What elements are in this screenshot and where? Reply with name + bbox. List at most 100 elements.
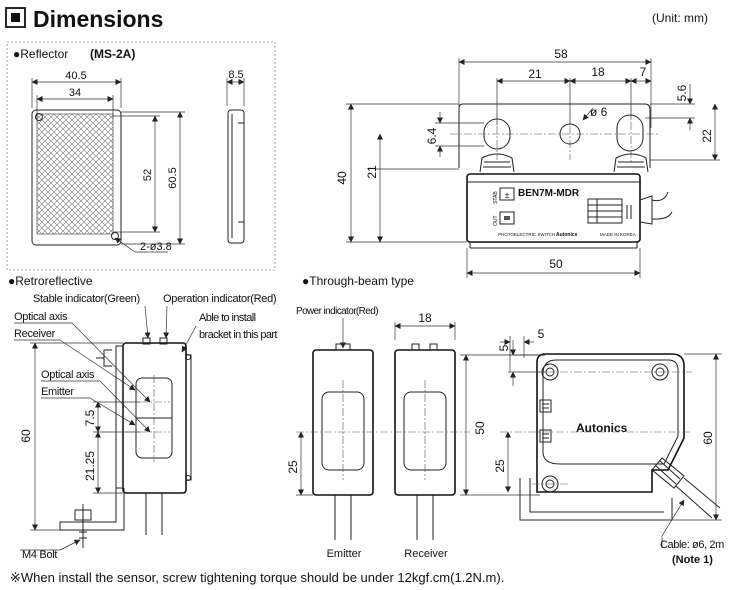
brand-small: Autonics bbox=[556, 232, 578, 238]
indicator-glyph: ± bbox=[505, 190, 510, 200]
holes-label: 2-ø3.8 bbox=[140, 241, 172, 253]
m4-bolt-label: M4 Bolt bbox=[22, 549, 57, 561]
leader-line bbox=[582, 107, 594, 121]
reflector-model: (MS-2A) bbox=[90, 47, 135, 61]
dim-7-5: 7.5 bbox=[83, 409, 97, 426]
dial-slot-icon bbox=[504, 216, 510, 220]
dim-50-side: 50 bbox=[473, 421, 487, 435]
sensor-top-view: 58 21 18 7 ø 6 6.4 5.6 22 bbox=[335, 47, 720, 278]
mount-hole-icon bbox=[35, 113, 43, 121]
retro-side-rail bbox=[115, 345, 124, 489]
dim-18-top: 18 bbox=[591, 65, 605, 79]
bracket-plate bbox=[458, 103, 651, 168]
emitter-label: Emitter bbox=[41, 386, 74, 398]
leader-line bbox=[71, 322, 151, 403]
power-indicator-led bbox=[335, 343, 351, 351]
hole-diameter: ø 6 bbox=[590, 105, 608, 119]
dim-18-tb: 18 bbox=[418, 311, 432, 325]
screw-head bbox=[613, 153, 649, 173]
dim-52: 52 bbox=[142, 169, 154, 181]
leader-line bbox=[661, 499, 685, 537]
gland-ring bbox=[655, 465, 677, 485]
stab-text: STAB bbox=[493, 191, 499, 204]
dim-5-h: 5 bbox=[497, 344, 511, 351]
reflector-dashed-frame bbox=[6, 41, 276, 271]
screw-icon bbox=[185, 354, 191, 360]
unit-note: (Unit: mm) bbox=[652, 11, 708, 25]
emitter-caption: Emitter bbox=[327, 548, 362, 560]
l-bracket bbox=[59, 488, 125, 531]
sensitivity-dial-icon bbox=[499, 211, 515, 225]
cable-line bbox=[651, 211, 673, 220]
able-label-2: bracket in this part bbox=[199, 329, 277, 341]
sensor-body bbox=[466, 173, 641, 243]
stable-indicator-label: Stable indicator(Green) bbox=[33, 293, 140, 305]
receiver-caption: Receiver bbox=[404, 548, 448, 560]
retroreflective-section: ●Retroreflective Stable indicator(Green)… bbox=[8, 274, 278, 561]
dim-6-4: 6.4 bbox=[425, 127, 439, 144]
cable-line bbox=[651, 191, 669, 202]
reflector-hatched-face bbox=[36, 113, 114, 235]
optical-axis-label-2: Optical axis bbox=[41, 369, 95, 381]
side-body-inner bbox=[542, 359, 679, 465]
receiver-body bbox=[394, 349, 456, 496]
section-title: Dimensions bbox=[33, 6, 163, 32]
reflector-plate bbox=[31, 109, 122, 246]
dim-58: 58 bbox=[554, 47, 568, 61]
reflector-label: ●Reflector bbox=[13, 47, 68, 61]
dim-25-side: 25 bbox=[493, 459, 507, 473]
stab-indicator-icon bbox=[499, 187, 515, 201]
dim-60-side: 60 bbox=[701, 431, 715, 445]
header: Dimensions (Unit: mm) bbox=[5, 6, 708, 32]
side-body bbox=[536, 353, 685, 493]
dim-7: 7 bbox=[640, 65, 647, 79]
brand-logo: Autonics bbox=[576, 421, 628, 435]
stable-indicator-led bbox=[142, 337, 151, 345]
optical-axis-label: Optical axis bbox=[14, 311, 68, 323]
model-label: BEN7M-MDR bbox=[518, 188, 580, 199]
made-text: MADE IN KOREA bbox=[600, 232, 636, 237]
dim-40: 40 bbox=[335, 171, 349, 185]
dim-22: 22 bbox=[700, 129, 714, 143]
reflector-section: ●Reflector (MS-2A) 40.5 34 52 60.5 2-ø3.… bbox=[6, 41, 276, 271]
through-beam-section: ●Through-beam type Power indicator(Red) … bbox=[286, 274, 470, 560]
able-label-1: Able to install bbox=[199, 312, 256, 324]
screw-head bbox=[479, 153, 515, 173]
power-indicator-label: Power indicator(Red) bbox=[296, 306, 378, 317]
cable-gland bbox=[651, 457, 685, 489]
out-text: OUT bbox=[493, 215, 499, 226]
dim-21-left: 21 bbox=[365, 165, 379, 179]
dim-8-5: 8.5 bbox=[228, 69, 243, 81]
dim-21-25: 21.25 bbox=[83, 451, 97, 481]
leader-line bbox=[114, 237, 136, 253]
section-square-icon bbox=[5, 7, 26, 28]
section-square-fill bbox=[11, 13, 20, 22]
receiver-lens bbox=[403, 391, 447, 471]
dim-34: 34 bbox=[69, 87, 81, 99]
dim-5-6: 5.6 bbox=[675, 84, 689, 101]
receiver-led bbox=[411, 343, 420, 351]
cable-line bbox=[683, 477, 721, 509]
leader-line bbox=[181, 325, 197, 353]
dim-60-5: 60.5 bbox=[167, 167, 179, 188]
operation-indicator-led bbox=[159, 337, 168, 345]
photoelectric-text: PHOTOELECTRIC SWITCH bbox=[498, 232, 555, 237]
dim-60-retro: 60 bbox=[19, 429, 33, 443]
cable-label: Cable: ø6, 2m bbox=[660, 539, 724, 551]
dim-40-5: 40.5 bbox=[65, 70, 86, 82]
dim-25-tb: 25 bbox=[286, 460, 300, 474]
leader-line bbox=[59, 539, 81, 551]
operation-indicator-label: Operation indicator(Red) bbox=[163, 293, 276, 305]
receiver-label: Receiver bbox=[14, 328, 56, 340]
dim-5-w: 5 bbox=[538, 327, 545, 341]
leader-line bbox=[163, 305, 170, 339]
leader-line bbox=[144, 305, 151, 339]
indicator-window-icon bbox=[539, 429, 552, 443]
leader-line bbox=[99, 380, 151, 433]
retro-title: ●Retroreflective bbox=[8, 274, 93, 288]
side-bracket bbox=[519, 478, 673, 521]
note-1: (Note 1) bbox=[672, 554, 713, 566]
side-view-section: 50 5 5 Autonics bbox=[460, 327, 725, 566]
footnote: ※When install the sensor, screw tighteni… bbox=[10, 570, 504, 585]
